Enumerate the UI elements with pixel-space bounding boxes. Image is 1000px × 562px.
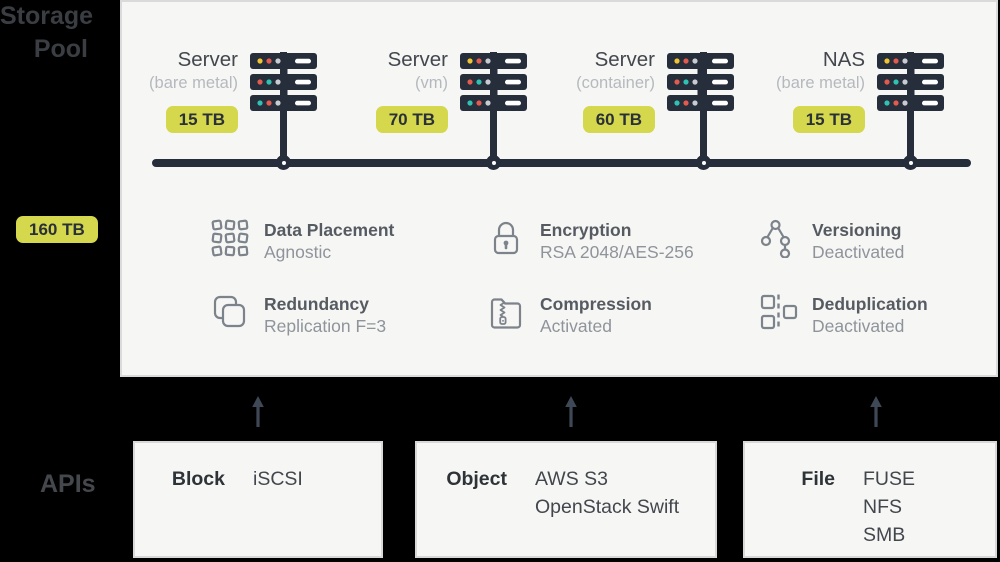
feature-text: Versioning Deactivated xyxy=(812,218,904,264)
branch-icon xyxy=(760,219,791,258)
feature-title: Data Placement xyxy=(264,220,395,240)
dedup-icon xyxy=(760,294,798,330)
server-rack-icon xyxy=(460,53,527,111)
bus-junction-node xyxy=(486,155,501,170)
api-protocol: NFS xyxy=(863,496,902,518)
feature-value: Deactivated xyxy=(812,316,905,336)
storage-pool-panel: Server (bare metal) 15 TB xyxy=(120,0,998,377)
node-labels: Server (bare metal) 15 TB xyxy=(108,47,238,133)
api-label: Object xyxy=(446,468,507,490)
feature-title: Redundancy xyxy=(264,294,370,314)
feature-text: Deduplication Deactivated xyxy=(812,292,928,338)
feature-value: Deactivated xyxy=(812,242,905,262)
feature-value: RSA 2048/AES-256 xyxy=(540,242,694,262)
storage-pool-label: Storage Pool xyxy=(0,0,94,66)
feature-deduplication: Deduplication Deactivated xyxy=(758,292,928,338)
bus-node-dot xyxy=(701,160,706,165)
feature-data-placement: Data Placement Agnostic xyxy=(210,218,486,264)
feature-versioning: Versioning Deactivated xyxy=(758,218,928,264)
node-labels: Server (container) 60 TB xyxy=(525,47,655,133)
api-protocols: iSCSI xyxy=(253,465,303,493)
node-name: Server xyxy=(594,48,655,71)
node-name: Server xyxy=(177,48,238,71)
bus-junction-node xyxy=(696,155,711,170)
capacity-badge: 15 TB xyxy=(792,106,865,133)
copies-icon xyxy=(213,295,246,328)
apis-label: APIs xyxy=(40,470,96,498)
api-row: Block iSCSI xyxy=(135,465,381,493)
feature-title: Deduplication xyxy=(812,294,928,314)
bus-junction-node xyxy=(903,155,918,170)
feature-grid: Data Placement Agnostic Encryption RSA 2… xyxy=(210,218,928,338)
capacity-badge: 60 TB xyxy=(582,106,655,133)
feature-value: Activated xyxy=(540,316,612,336)
feature-redundancy: Redundancy Replication F=3 xyxy=(210,292,486,338)
feature-text: Redundancy Replication F=3 xyxy=(264,292,386,338)
node-type: (vm) xyxy=(415,74,448,92)
server-rack-icon xyxy=(877,53,944,111)
lock-icon xyxy=(493,221,519,255)
api-box-object: Object AWS S3 OpenStack Swift xyxy=(415,441,717,558)
api-protocols: AWS S3 OpenStack Swift xyxy=(535,465,679,521)
node-nas-bare-metal: NAS (bare metal) 15 TB xyxy=(735,47,945,133)
feature-compression: Compression Activated xyxy=(486,292,758,338)
bus-node-dot xyxy=(491,160,496,165)
api-protocols: FUSE NFS SMB xyxy=(863,465,915,549)
capacity-badge: 15 TB xyxy=(165,106,238,133)
api-protocol: SMB xyxy=(863,524,906,546)
node-name: NAS xyxy=(822,48,865,71)
feature-text: Data Placement Agnostic xyxy=(264,218,394,264)
api-protocol: OpenStack Swift xyxy=(535,496,680,518)
capacity-badge: 70 TB xyxy=(375,106,448,133)
api-label: Block xyxy=(171,468,225,490)
api-protocol: iSCSI xyxy=(253,468,303,490)
up-arrow-icon xyxy=(565,396,577,427)
storage-bus-line xyxy=(152,159,971,167)
storage-pool-label-line2: Pool xyxy=(33,35,88,63)
node-labels: NAS (bare metal) 15 TB xyxy=(735,47,865,133)
up-arrow-icon xyxy=(252,396,264,427)
api-label: File xyxy=(801,468,835,490)
server-rack-icon xyxy=(250,53,317,111)
node-name: Server xyxy=(387,48,448,71)
storage-pool-capacity-badge: 160 TB xyxy=(16,216,98,243)
feature-text: Encryption RSA 2048/AES-256 xyxy=(540,218,694,264)
api-protocol: FUSE xyxy=(863,468,916,490)
up-arrow-icon xyxy=(870,396,882,427)
feature-value: Replication F=3 xyxy=(264,316,387,336)
node-labels: Server (vm) 70 TB xyxy=(318,47,448,133)
feature-title: Compression xyxy=(540,294,652,314)
api-protocol: AWS S3 xyxy=(535,468,608,490)
bus-node-dot xyxy=(908,160,913,165)
api-box-file: File FUSE NFS SMB xyxy=(743,441,997,558)
node-type: (bare metal) xyxy=(776,74,865,92)
server-rack-icon xyxy=(667,53,734,111)
node-server-vm: Server (vm) 70 TB xyxy=(318,47,528,133)
api-row: File FUSE NFS SMB xyxy=(745,465,995,549)
node-type: (bare metal) xyxy=(149,74,238,92)
feature-text: Compression Activated xyxy=(540,292,652,338)
grid-icon xyxy=(211,219,249,257)
feature-encryption: Encryption RSA 2048/AES-256 xyxy=(486,218,758,264)
node-type: (container) xyxy=(576,74,655,92)
storage-pool-label-line1: Storage xyxy=(0,2,94,30)
node-server-container: Server (container) 60 TB xyxy=(525,47,735,133)
bus-junction-node xyxy=(276,155,291,170)
zip-folder-icon xyxy=(490,298,522,329)
feature-title: Encryption xyxy=(540,220,632,240)
node-server-bare-metal: Server (bare metal) 15 TB xyxy=(108,47,318,133)
api-row: Object AWS S3 OpenStack Swift xyxy=(417,465,715,521)
bus-node-dot xyxy=(281,160,286,165)
feature-title: Versioning xyxy=(812,220,902,240)
feature-value: Agnostic xyxy=(264,242,332,262)
api-box-block: Block iSCSI xyxy=(133,441,383,558)
